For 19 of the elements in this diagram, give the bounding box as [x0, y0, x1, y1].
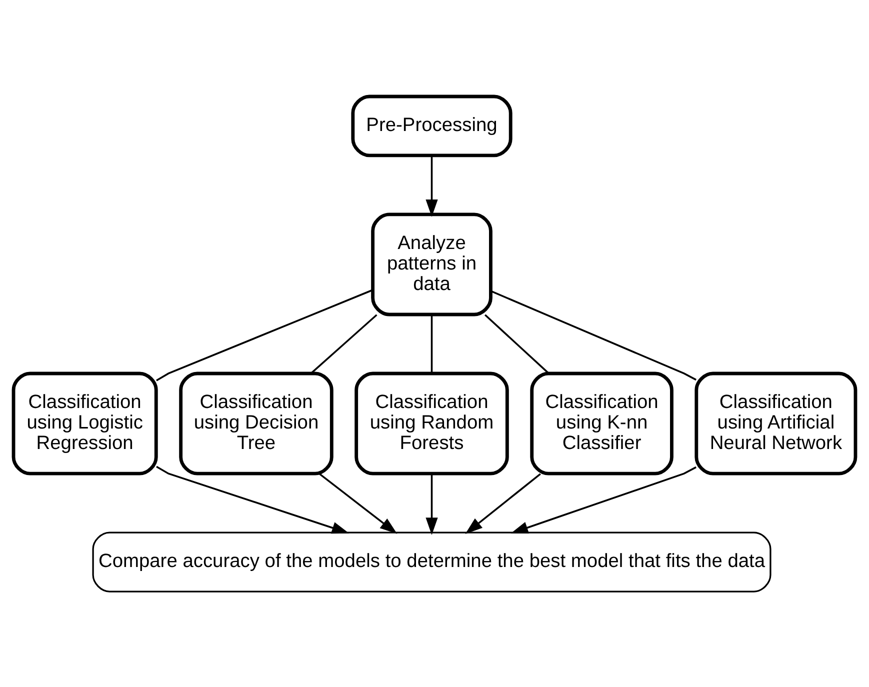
node-box: Classification using Logistic Regression	[12, 371, 158, 475]
connector	[490, 290, 696, 380]
node-box: Compare accuracy of the models to determine the best model that fits the data	[92, 531, 772, 592]
node-box: Classification using Random Forests	[354, 371, 509, 475]
node-box: Analyze patterns in data	[371, 212, 492, 316]
arrow	[156, 465, 350, 534]
arrow	[510, 466, 696, 533]
node-box: Classification using K-nn Classifier	[530, 371, 674, 475]
arrow	[465, 472, 541, 534]
node-box: Pre-Processing	[351, 94, 512, 157]
node-box: Classification using Decision Tree	[179, 371, 334, 475]
connector	[484, 314, 550, 374]
node-box: Classification using Artificial Neural Network	[694, 371, 858, 475]
connector	[156, 288, 373, 381]
connector	[430, 314, 433, 373]
arrow	[319, 472, 398, 534]
connector	[310, 314, 378, 374]
arrow	[426, 473, 438, 534]
arrow	[426, 154, 438, 216]
